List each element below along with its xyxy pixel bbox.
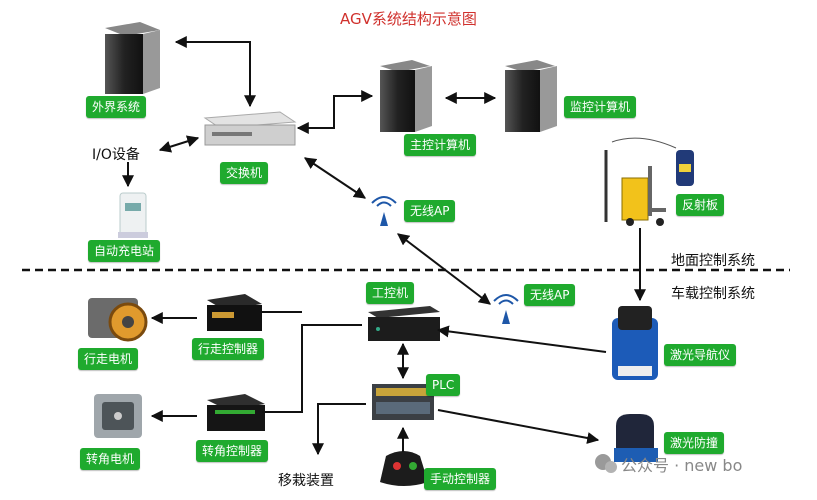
plc-label: PLC (426, 374, 461, 396)
walk-motor-icon (88, 298, 148, 342)
ipc-icon (368, 306, 440, 341)
watermark: 公众号 · new bo (621, 456, 743, 475)
ground-control-label: 地面控制系统 (671, 253, 755, 269)
wireless-ap-vehicle-icon (493, 294, 519, 324)
wireless-ap-vehicle-label: 无线AP (524, 284, 576, 306)
transfer-device-label: 移栽装置 (278, 473, 334, 489)
walk-controller-label: 行走控制器 (192, 338, 265, 360)
walk-motor-label: 行走电机 (78, 348, 139, 370)
connection-lines (122, 36, 646, 456)
external-system-label: 外界系统 (86, 96, 147, 118)
manual-controller-label: 手动控制器 (424, 468, 497, 490)
reflector-label: 反射板 (676, 194, 725, 216)
main-computer-label: 主控计算机 (404, 134, 477, 156)
wireless-ap-ground-label: 无线AP (404, 200, 456, 222)
charging-station-icon (118, 192, 148, 238)
steer-controller-icon (207, 394, 265, 431)
charging-station-label: 自动充电站 (88, 240, 161, 262)
ipc-label: 工控机 (366, 282, 415, 304)
vehicle-control-label: 车载控制系统 (671, 286, 755, 302)
plc-icon (372, 384, 434, 420)
steer-motor-icon (94, 394, 142, 438)
monitor-computer-icon (505, 60, 557, 132)
wireless-ap-ground-icon (371, 196, 397, 226)
external-system-computer-icon (105, 22, 160, 94)
main-computer-icon (380, 60, 432, 132)
diagram-title: AGV系统结构示意图 (340, 10, 477, 28)
laser-anticollision-label: 激光防撞 (664, 432, 725, 454)
laser-anticollision-icon (614, 414, 658, 462)
laser-navigator-label: 激光导航仪 (664, 344, 737, 366)
monitor-computer-label: 监控计算机 (564, 96, 637, 118)
switch-icon (203, 111, 297, 146)
forklift-reflector-icon (604, 137, 694, 226)
steer-motor-label: 转角电机 (80, 448, 141, 470)
laser-navigator-icon (612, 306, 658, 380)
switch-label: 交换机 (220, 162, 269, 184)
wechat-icon (595, 454, 617, 473)
steer-controller-label: 转角控制器 (196, 440, 269, 462)
walk-controller-icon (207, 294, 262, 331)
io-device-label: I/O设备 (92, 147, 140, 163)
manual-controller-icon (380, 451, 428, 486)
